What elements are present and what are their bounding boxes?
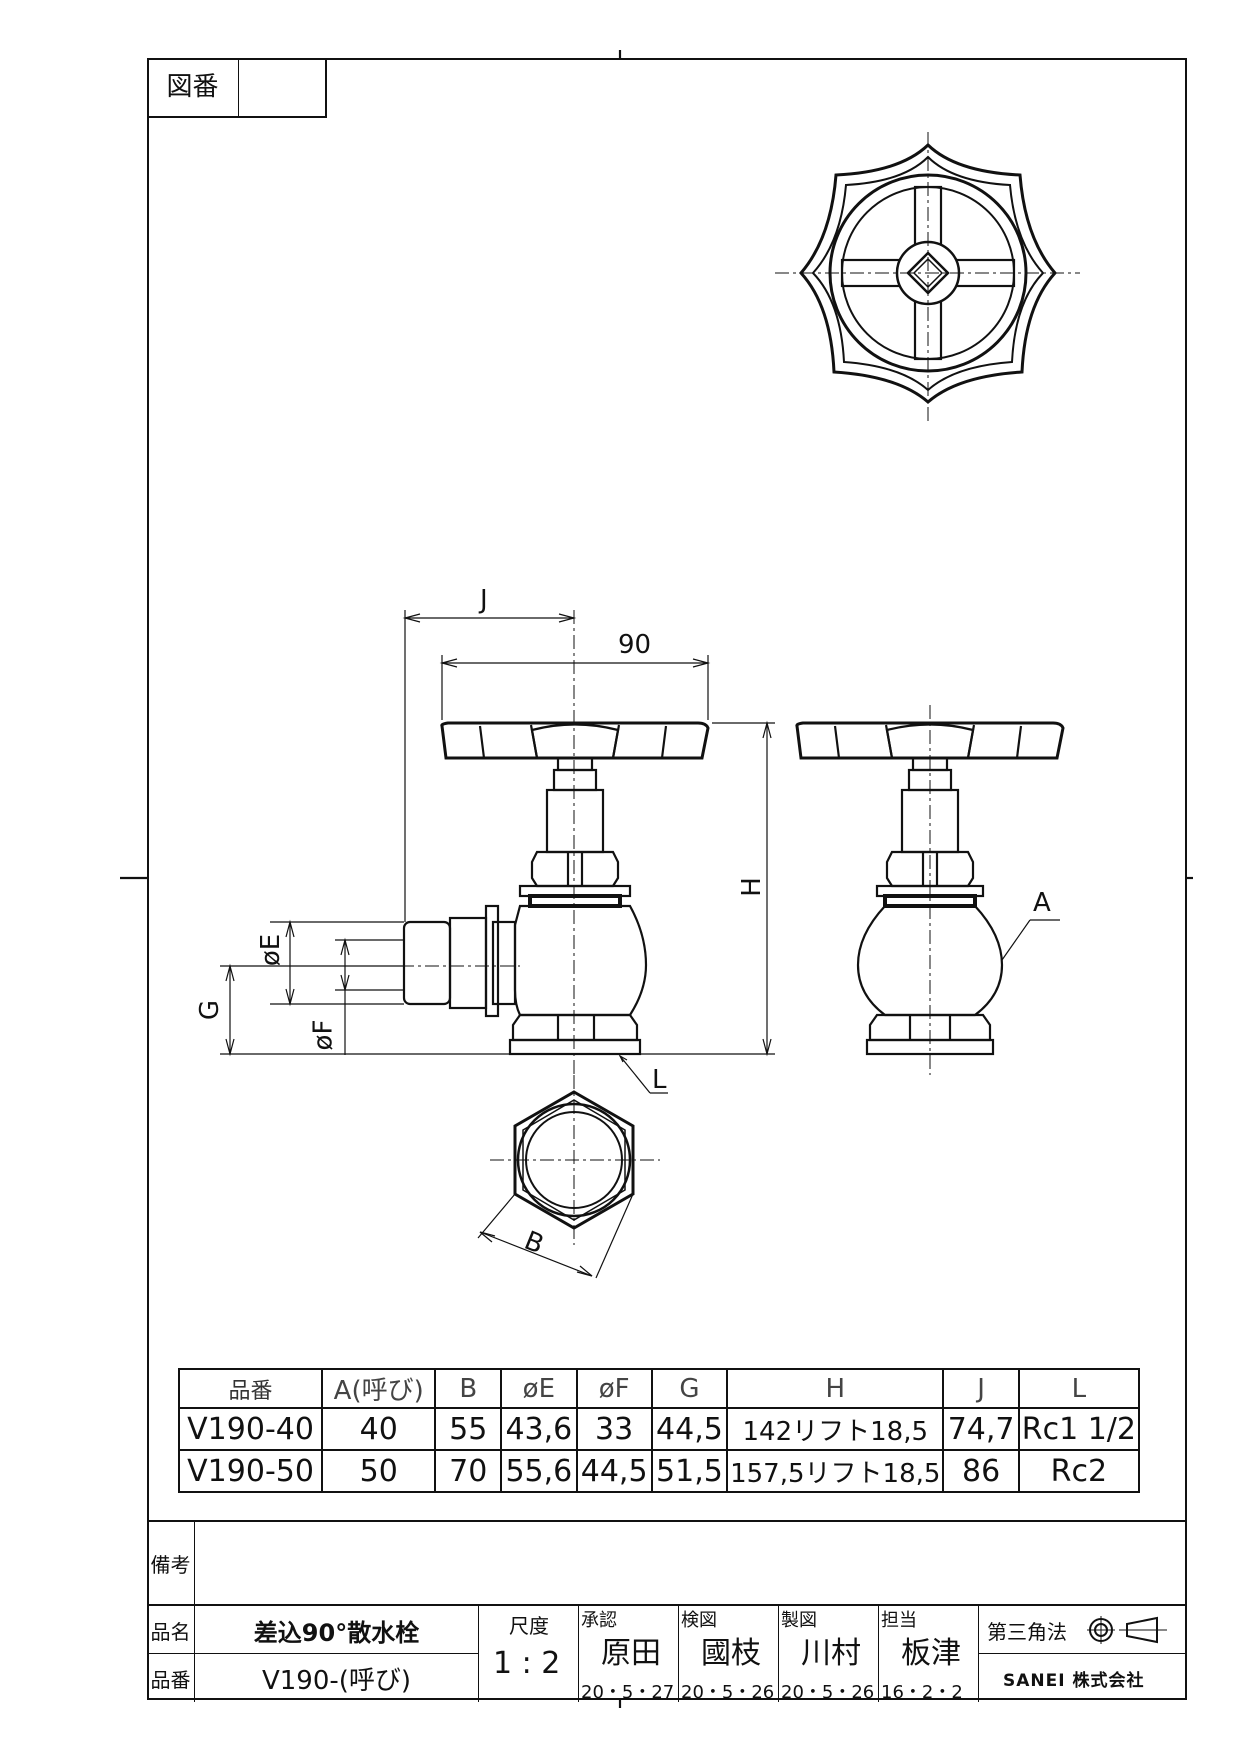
cell: 44,5 — [575, 1449, 653, 1493]
approve-date: 20・5・27 — [581, 1682, 675, 1703]
th-A: A(呼び) — [321, 1368, 437, 1409]
cell: 55,6 — [500, 1449, 578, 1493]
table-header-row: 品番 A(呼び) B øE øF G H J L — [177, 1368, 1141, 1409]
dim-90: 90 — [618, 630, 652, 660]
cell: 74,7 — [942, 1407, 1020, 1451]
cell: 40 — [321, 1407, 437, 1451]
third-angle-projection-icon — [1087, 1616, 1167, 1644]
dim-A: A — [1033, 888, 1051, 918]
th-F: øF — [575, 1368, 653, 1409]
cell: 50 — [321, 1449, 437, 1493]
check-cell: 検図 國枝 20・5・26 — [679, 1606, 779, 1703]
th-E: øE — [500, 1368, 578, 1409]
product-code-label: 品番 — [147, 1654, 195, 1702]
check-label: 検図 — [681, 1610, 717, 1631]
cell: 70 — [434, 1449, 503, 1493]
th-part-no: 品番 — [177, 1368, 324, 1409]
drawing-number-box: 図番 — [147, 58, 327, 118]
table-row: V190-50 50 70 55,6 44,5 51,5 157,5リフト18,… — [177, 1449, 1141, 1493]
cell: 55 — [434, 1407, 503, 1451]
valve-bottom-view — [477, 1075, 660, 1279]
charge-label: 担当 — [881, 1610, 917, 1631]
draw-cell: 製図 川村 20・5・26 — [779, 1606, 879, 1703]
dimension-lines — [220, 610, 775, 1094]
cell: 157,5リフト18,5 — [726, 1449, 945, 1493]
cell: 86 — [942, 1449, 1020, 1493]
remarks-label: 備考 — [147, 1522, 195, 1604]
scale-value: 1 : 2 — [493, 1646, 561, 1681]
scale-label: 尺度 — [509, 1614, 549, 1638]
approve-cell: 承認 原田 20・5・27 — [579, 1606, 679, 1703]
check-date: 20・5・26 — [681, 1682, 775, 1703]
dim-J: J — [480, 585, 488, 615]
charge-cell: 担当 板津 16・2・2 — [879, 1606, 979, 1703]
company-name: SANEI 株式会社 — [1003, 1671, 1145, 1691]
th-H: H — [726, 1368, 945, 1409]
dim-F: øF — [308, 1019, 339, 1051]
projection-label: 第三角法 — [987, 1620, 1067, 1644]
cell: Rc1 1/2 — [1017, 1407, 1141, 1451]
th-G: G — [650, 1368, 729, 1409]
spec-table: 品番 A(呼び) B øE øF G H J L V190-40 40 55 4… — [177, 1368, 1141, 1493]
cell: 33 — [575, 1407, 653, 1451]
charge-name: 板津 — [901, 1636, 961, 1671]
title-block: 品名 品番 差込90°散水栓 V190-(呼び) 尺度 1 : 2 承認 原田 … — [147, 1604, 1187, 1703]
cell: 43,6 — [500, 1407, 578, 1451]
dim-G: G — [195, 999, 226, 1021]
product-name-label: 品名 — [147, 1606, 195, 1654]
dim-L: L — [652, 1065, 667, 1095]
table-row: V190-40 40 55 43,6 33 44,5 142リフト18,5 74… — [177, 1407, 1141, 1451]
product-code: V190-(呼び) — [195, 1654, 479, 1702]
remarks-row: 備考 — [147, 1520, 1187, 1604]
draw-label: 製図 — [781, 1610, 817, 1631]
drawing-number-label: 図番 — [147, 58, 239, 116]
check-name: 國枝 — [701, 1636, 761, 1671]
th-J: J — [942, 1368, 1020, 1409]
valve-front-view — [225, 610, 710, 1075]
cell: V190-50 — [177, 1449, 324, 1493]
valve-side-view — [795, 705, 1065, 1075]
cell: Rc2 — [1017, 1449, 1141, 1493]
draw-name: 川村 — [801, 1636, 861, 1671]
charge-date: 16・2・2 — [881, 1682, 963, 1703]
scale-cell: 尺度 1 : 2 — [479, 1606, 579, 1702]
approve-name: 原田 — [601, 1636, 661, 1671]
product-name: 差込90°散水栓 — [195, 1606, 479, 1654]
th-L: L — [1017, 1368, 1141, 1409]
dim-H: H — [736, 877, 767, 897]
approve-label: 承認 — [581, 1610, 617, 1631]
cell: 44,5 — [650, 1407, 729, 1451]
dim-E: øE — [256, 933, 287, 967]
drawing-frame — [147, 58, 1187, 1700]
cell: 142リフト18,5 — [726, 1407, 945, 1451]
cell: V190-40 — [177, 1407, 324, 1451]
handwheel-top-view — [775, 132, 1080, 425]
cell: 51,5 — [650, 1449, 729, 1493]
draw-date: 20・5・26 — [781, 1682, 875, 1703]
th-B: B — [434, 1368, 503, 1409]
